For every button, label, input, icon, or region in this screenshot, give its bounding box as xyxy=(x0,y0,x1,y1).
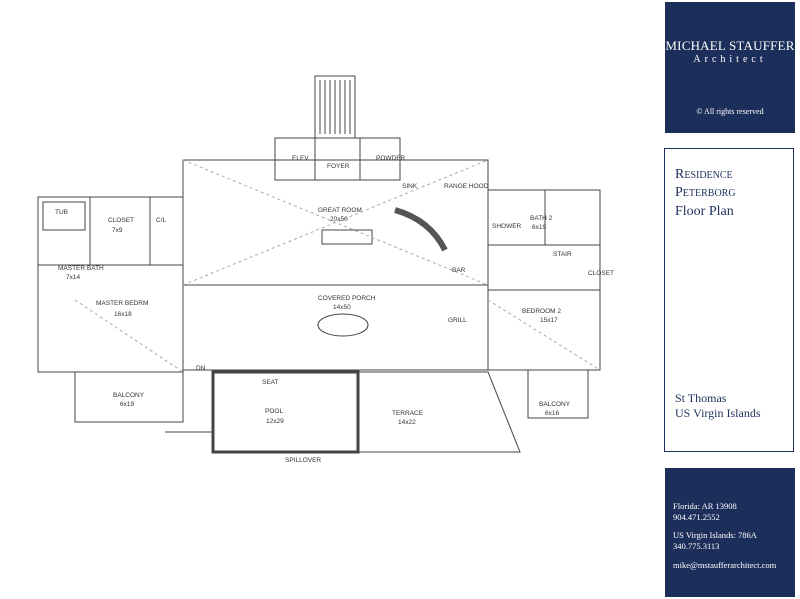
label-elev: ELEV xyxy=(292,155,309,162)
label-balcony-right: BALCONY xyxy=(539,401,571,408)
label-seat: SEAT xyxy=(262,379,279,386)
right-balcony xyxy=(527,369,589,419)
label-terrace-size: 14x22 xyxy=(398,419,416,426)
label-balcony-left: BALCONY xyxy=(113,392,145,399)
location-line2: US Virgin Islands xyxy=(675,406,761,420)
label-terrace: TERRACE xyxy=(392,410,424,417)
floor-plan-drawing: TUB CLOSET 7x9 C/L MASTER BATH 7x14 MAST… xyxy=(37,75,614,464)
label-great-room-size: 20x50 xyxy=(330,216,348,223)
label-range-hood: RANGE HOOD xyxy=(444,183,489,190)
label-pool: POOL xyxy=(265,408,283,415)
copyright-notice: © All rights reserved xyxy=(696,107,764,116)
label-great-room: GREAT ROOM xyxy=(318,207,362,214)
project-title-block: Residence Peterborg Floor Plan St Thomas… xyxy=(664,148,794,452)
project-title-line2: Peterborg xyxy=(675,185,736,200)
label-stair: STAIR xyxy=(553,251,572,258)
label-tub: TUB xyxy=(55,209,68,216)
label-bedroom2-size: 15x17 xyxy=(540,317,558,324)
entry-core xyxy=(274,137,401,181)
drawing-type: Floor Plan xyxy=(675,204,734,219)
architect-brand-block: MICHAEL STAUFFER Architect © All rights … xyxy=(665,2,795,133)
contact-block: Florida: AR 13908 904.471.2552 US Virgin… xyxy=(665,468,795,597)
usvi-phone: 340.775.3113 xyxy=(673,541,720,551)
florida-license: Florida: AR 13908 xyxy=(673,501,737,511)
label-bedroom2: BEDROOM 2 xyxy=(522,308,561,315)
label-spillover: SPILLOVER xyxy=(285,457,321,464)
label-master-bedroom: MASTER BEDRM xyxy=(96,300,148,307)
label-closet: CLOSET xyxy=(108,217,134,224)
label-master-bath-size: 7x14 xyxy=(66,274,80,281)
label-covered-porch: COVERED PORCH xyxy=(318,295,376,302)
label-powder: POWDER xyxy=(376,155,406,162)
location-line1: St Thomas xyxy=(675,391,727,405)
pool-outline xyxy=(211,370,360,454)
label-bath2: BATH 2 xyxy=(530,215,553,222)
label-closet-size: 7x9 xyxy=(112,227,123,234)
label-bar: BAR xyxy=(452,267,466,274)
porch-table xyxy=(317,313,369,337)
label-foyer: FOYER xyxy=(327,163,350,170)
label-bath2-size: 6x19 xyxy=(532,224,546,231)
project-title-line1: Residence xyxy=(675,167,733,182)
label-balcony-right-size: 6x16 xyxy=(545,410,559,417)
dining-table xyxy=(321,229,373,245)
architect-name: MICHAEL STAUFFER xyxy=(665,38,795,53)
contact-email: mike@mstaufferarchitect.com xyxy=(673,560,777,570)
label-master-bedroom-size: 16x18 xyxy=(114,311,132,318)
label-master-bath: MASTER BATH xyxy=(58,265,104,272)
label-shower: SHOWER xyxy=(492,223,522,230)
architect-subtitle: Architect xyxy=(693,54,767,65)
terrace-outline xyxy=(357,371,521,453)
label-pool-size: 12x29 xyxy=(266,418,284,425)
label-closet-right: CLOSET xyxy=(588,270,614,277)
label-grill: GRILL xyxy=(448,317,467,324)
label-cl: C/L xyxy=(156,217,167,224)
label-balcony-left-size: 6x19 xyxy=(120,401,134,408)
usvi-license: US Virgin Islands: 786A xyxy=(673,530,757,540)
florida-phone: 904.471.2552 xyxy=(673,512,720,522)
label-sink: SINK xyxy=(402,183,418,190)
label-covered-porch-size: 14x50 xyxy=(333,304,351,311)
label-dn: DN xyxy=(196,365,206,372)
left-balcony xyxy=(74,371,184,423)
